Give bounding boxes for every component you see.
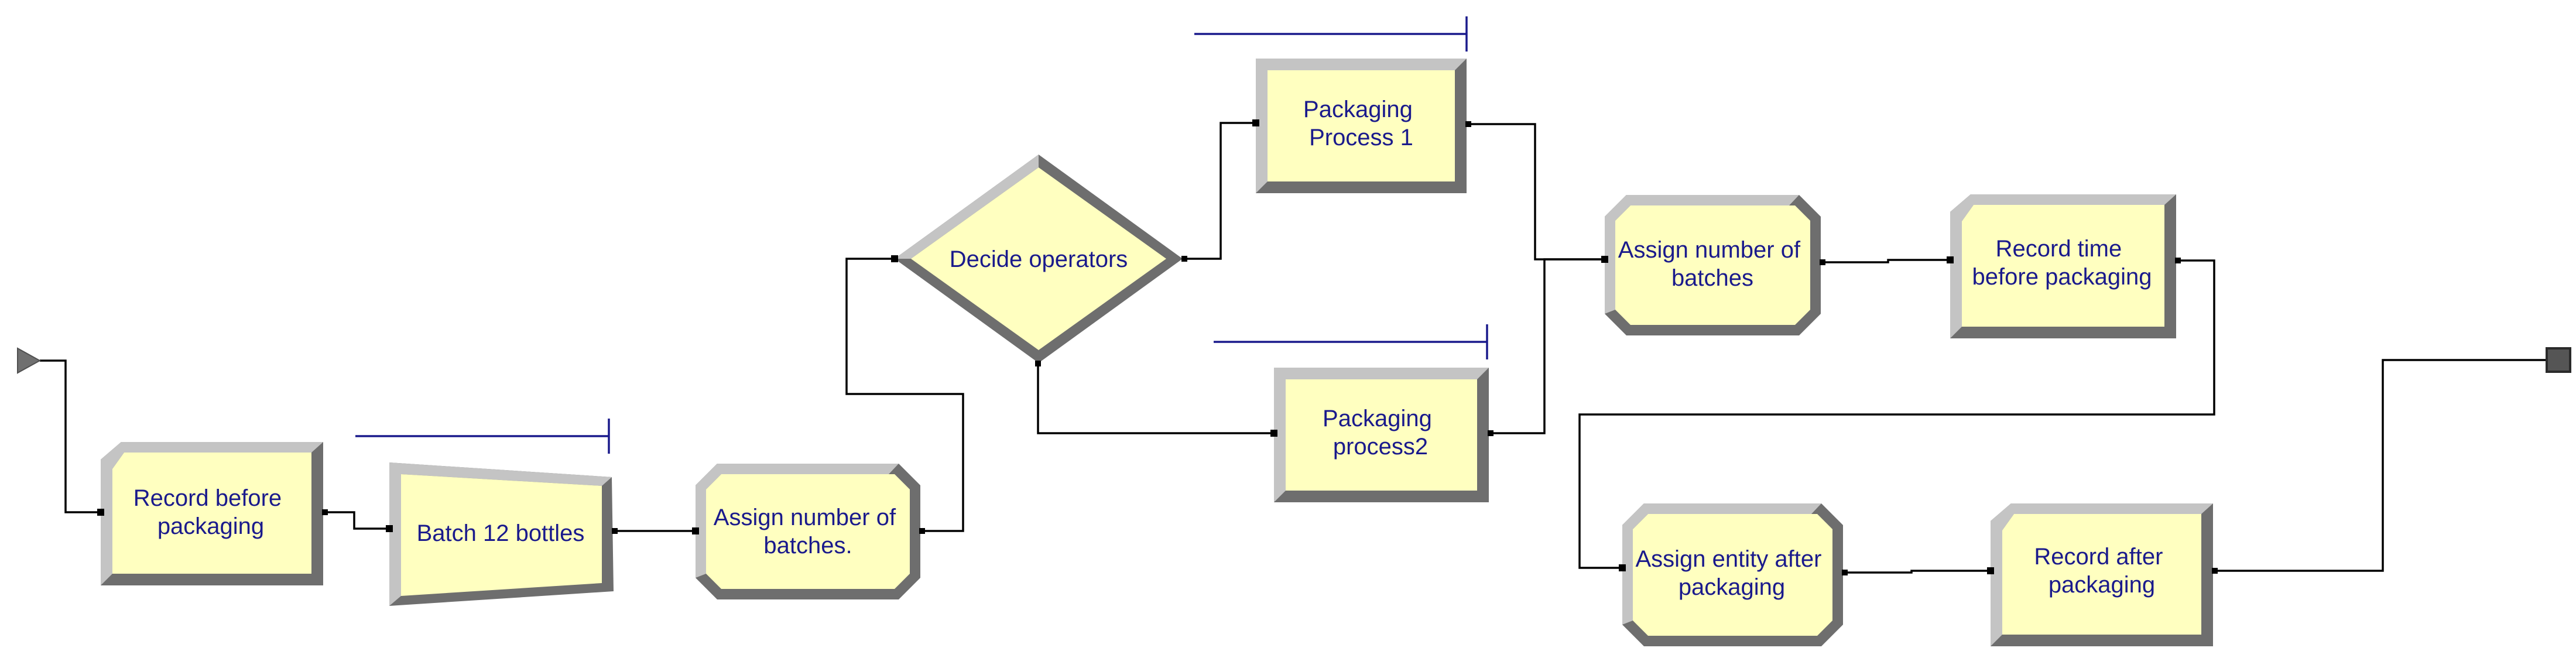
- module-label: Batch 12 bottles: [417, 520, 585, 546]
- queue-line-packaging-1: [1194, 16, 1468, 52]
- module-label-line: Record after: [2034, 544, 2163, 570]
- svg-text:Packaging process2: Packaging process2: [1323, 406, 1438, 460]
- exit-point[interactable]: [2212, 568, 2218, 574]
- module-assign-entity-after-packaging[interactable]: Assign entity after packaging: [1622, 503, 1843, 646]
- module-label-line: packaging: [157, 513, 264, 539]
- entry-point[interactable]: [692, 527, 699, 534]
- entry-point[interactable]: [1987, 567, 1994, 574]
- svg-text:Packaging Process 1: Packaging Process 1: [1303, 97, 1419, 150]
- module-label-line: batches.: [763, 533, 852, 558]
- entry-point[interactable]: [1601, 256, 1608, 263]
- module-label-line: packaging: [2049, 572, 2155, 598]
- module-decide-operators[interactable]: Decide operators: [895, 155, 1183, 363]
- entry-point[interactable]: [97, 509, 104, 516]
- exit-point[interactable]: [2175, 258, 2181, 263]
- entry-point[interactable]: [1619, 564, 1626, 571]
- svg-text:Assign entity after pack: Assign entity after packaging: [1635, 546, 1828, 600]
- module-label-line: Assign number of: [714, 505, 896, 530]
- module-packaging-process-2[interactable]: Packaging process2: [1274, 368, 1489, 502]
- create-module-triangle[interactable]: [17, 347, 42, 374]
- module-label-line: packaging: [1678, 574, 1785, 600]
- exit-point[interactable]: [322, 509, 328, 515]
- exit-point[interactable]: [919, 528, 925, 534]
- module-assign-number-of-batches-1[interactable]: Assign number of batches.: [696, 464, 920, 599]
- svg-text:Record after packaging: Record after packaging: [2034, 544, 2169, 598]
- module-label-line: Record before: [133, 485, 282, 511]
- module-record-time-before-packaging[interactable]: Record time before packaging: [1950, 194, 2176, 338]
- module-label-line: Assign entity after: [1635, 546, 1821, 572]
- entry-point[interactable]: [386, 525, 393, 532]
- exit-point[interactable]: [1820, 259, 1825, 265]
- exit-point[interactable]: [1035, 361, 1041, 366]
- module-packaging-process-1[interactable]: Packaging Process 1: [1256, 59, 1467, 193]
- module-label-line: before packaging: [1972, 264, 2152, 290]
- exit-point[interactable]: [1842, 570, 1848, 575]
- module-label-line: Packaging: [1323, 406, 1432, 431]
- dispose-module-square[interactable]: [2546, 347, 2571, 373]
- connector-assign-entity-to-record-after[interactable]: [1843, 570, 1991, 574]
- connector-decide-to-packaging-1[interactable]: [1183, 122, 1256, 260]
- module-label-line: process2: [1333, 434, 1428, 460]
- connector-packaging-1-to-assign-batches[interactable]: [1467, 123, 1605, 261]
- connector-packaging-2-to-assign-batches[interactable]: [1489, 258, 1605, 434]
- entry-point[interactable]: [1270, 430, 1277, 437]
- svg-text:Assign number of batches: Assign number of batches.: [714, 505, 902, 558]
- module-label-line: Record time: [1996, 236, 2122, 262]
- module-label-line: Process 1: [1309, 125, 1413, 150]
- connector-assign-batches-to-decide[interactable]: [845, 258, 964, 532]
- svg-text:Assign number of batches: Assign number of batches: [1618, 237, 1807, 291]
- queue-line-packaging-2: [1214, 324, 1488, 359]
- module-label-line: Assign number of: [1618, 237, 1801, 263]
- queue-line-batch: [355, 419, 610, 454]
- connector-record-after-to-dispose[interactable]: [2213, 359, 2550, 572]
- exit-point[interactable]: [612, 528, 618, 534]
- entry-point[interactable]: [1947, 256, 1954, 263]
- module-batch-12-bottles[interactable]: Batch 12 bottles: [389, 462, 614, 606]
- entry-point[interactable]: [891, 255, 898, 262]
- exit-point[interactable]: [1488, 430, 1493, 436]
- module-label: Decide operators: [950, 246, 1128, 272]
- exit-point[interactable]: [1181, 256, 1187, 262]
- module-record-before-packaging[interactable]: Record before packaging: [101, 442, 323, 585]
- module-record-after-packaging[interactable]: Record after packaging: [1991, 503, 2213, 646]
- connector-create-to-record-before[interactable]: [40, 359, 101, 513]
- module-label-line: batches: [1671, 265, 1753, 291]
- exit-point[interactable]: [1465, 121, 1471, 127]
- connector-record-before-to-batch[interactable]: [323, 511, 389, 530]
- connector-record-time-to-assign-entity[interactable]: [1578, 259, 2215, 569]
- svg-text:Record before packaging: Record before packaging: [133, 485, 289, 539]
- connector-decide-to-packaging-2[interactable]: [1037, 363, 1274, 434]
- entry-point[interactable]: [1252, 119, 1259, 126]
- module-assign-number-of-batches-2[interactable]: Assign number of batches: [1605, 195, 1821, 335]
- connector-assign-batches-to-record-time[interactable]: [1821, 259, 1950, 263]
- module-label-line: Packaging: [1303, 97, 1413, 122]
- svg-text:Record time before packa: Record time before packaging: [1972, 236, 2152, 290]
